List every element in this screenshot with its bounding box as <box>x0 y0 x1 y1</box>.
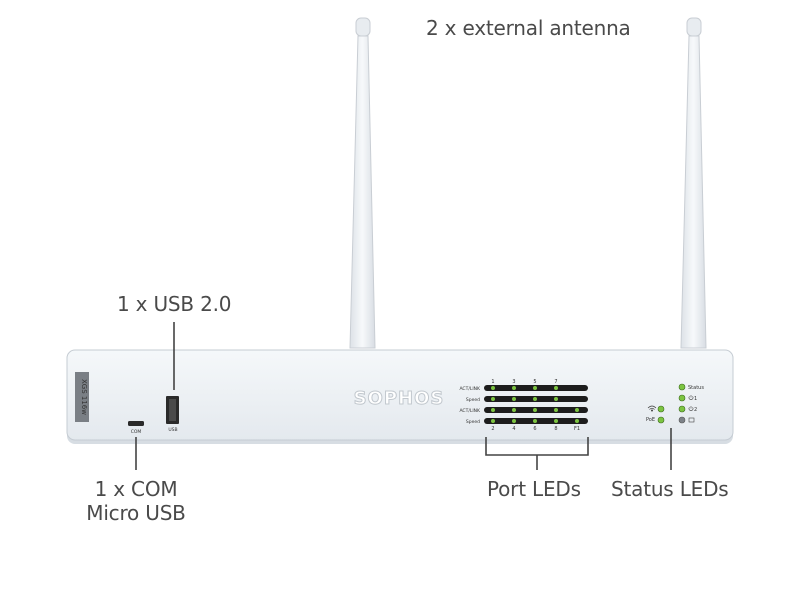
port-number-5: 5 <box>533 379 536 385</box>
power2-label: 2 <box>694 407 697 413</box>
com-callout-line1: 1 x COM <box>94 477 178 501</box>
com-port-label: COM <box>131 429 142 435</box>
port-led <box>554 386 558 390</box>
port-led <box>512 397 516 401</box>
power-icon <box>688 395 694 400</box>
port-led <box>533 397 537 401</box>
com-port[interactable] <box>128 421 144 426</box>
row-label-act-link-1: ACT/LINK <box>459 386 481 392</box>
port-led <box>575 419 579 423</box>
power1-led <box>678 394 686 402</box>
port-number-f1: F1 <box>574 426 580 432</box>
port-number-8: 8 <box>554 426 557 432</box>
port-led <box>554 408 558 412</box>
model-badge: XGS 116w <box>75 372 89 422</box>
usb-port[interactable] <box>166 396 179 424</box>
status-label: Status <box>688 385 704 391</box>
row-label-speed-1: Speed <box>466 397 480 403</box>
port-led <box>512 386 516 390</box>
wifi-icon <box>647 405 657 412</box>
port-led <box>512 419 516 423</box>
wifi-led <box>657 405 665 413</box>
port-led <box>554 419 558 423</box>
port-number-1: 1 <box>491 379 494 385</box>
storage-icon <box>688 417 695 423</box>
leader-lines <box>135 322 672 470</box>
port-led <box>575 408 579 412</box>
port-led <box>533 419 537 423</box>
status-leds-callout: Status LEDs <box>611 477 729 501</box>
brand-logo: SOPHOS <box>354 388 445 409</box>
poe-led <box>657 416 665 424</box>
port-number-6: 6 <box>533 426 536 432</box>
port-led <box>491 386 495 390</box>
model-label: XGS 116w <box>80 379 88 415</box>
port-led <box>512 408 516 412</box>
antenna-callout: 2 x external antenna <box>426 16 631 40</box>
port-led <box>533 386 537 390</box>
status-led-panel: Status 1 2 <box>678 383 704 424</box>
row-label-act-link-2: ACT/LINK <box>459 408 481 414</box>
status-led <box>678 383 686 391</box>
power-icon <box>688 406 694 411</box>
port-number-2: 2 <box>491 426 494 432</box>
port-led <box>491 397 495 401</box>
port-led <box>533 408 537 412</box>
wifi-poe-leds: PoE <box>646 405 665 424</box>
port-led <box>554 397 558 401</box>
port-number-4: 4 <box>512 426 515 432</box>
port-led <box>491 419 495 423</box>
com-callout-line2: Micro USB <box>86 501 186 525</box>
usb-port-label: USB <box>168 427 177 433</box>
right-antenna <box>680 17 707 349</box>
power2-led <box>678 405 686 413</box>
port-leds-callout: Port LEDs <box>487 477 581 501</box>
port-led <box>491 408 495 412</box>
row-label-speed-2: Speed <box>466 419 480 425</box>
port-led-dots <box>491 386 579 423</box>
left-antenna <box>349 17 376 349</box>
poe-label: PoE <box>646 417 655 423</box>
storage-led <box>678 416 686 424</box>
power1-label: 1 <box>694 396 697 402</box>
port-number-7: 7 <box>554 379 557 385</box>
port-number-3: 3 <box>512 379 515 385</box>
usb-callout: 1 x USB 2.0 <box>117 292 232 316</box>
port-led-panel: 1 3 5 7 ACT/LINK Speed ACT/LINK Speed 2 … <box>459 379 588 432</box>
